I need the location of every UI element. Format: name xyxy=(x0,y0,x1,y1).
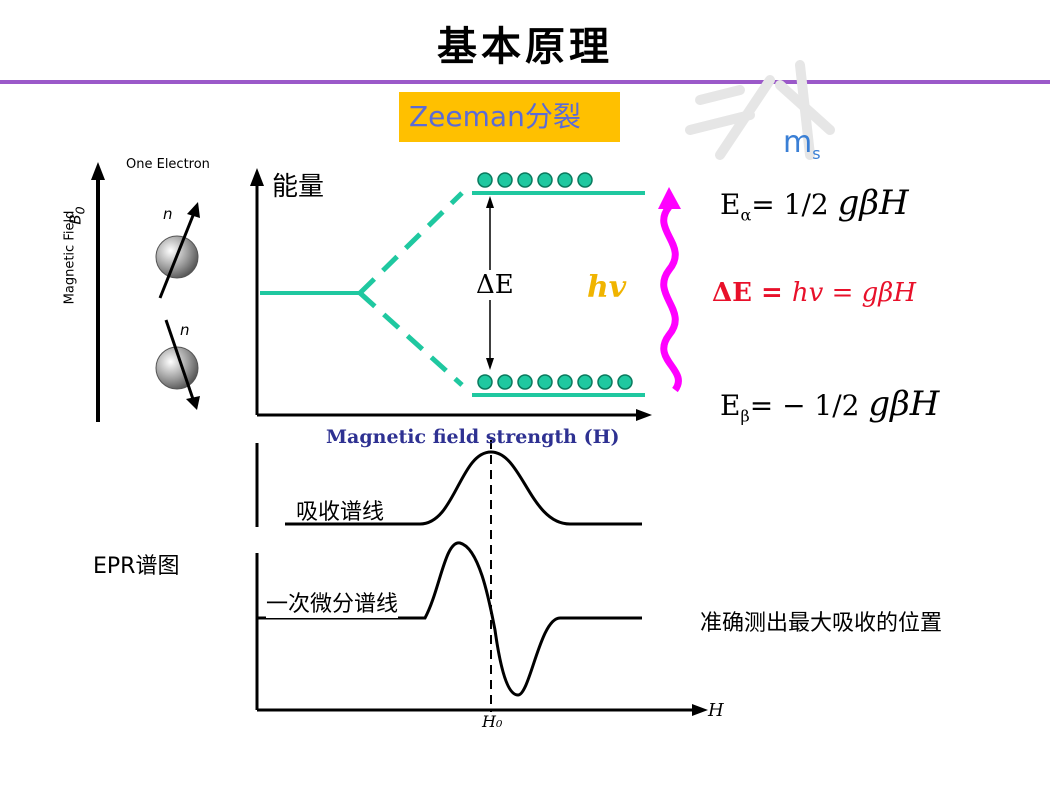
zeeman-splitting-label: Zeeman分裂 xyxy=(399,92,620,142)
electron-dot xyxy=(517,172,533,188)
electron-dot xyxy=(577,374,593,390)
upper-level-electrons xyxy=(477,172,593,188)
n-top-label: n xyxy=(163,205,173,223)
b0-label: B0 xyxy=(66,206,88,225)
electron-dot xyxy=(597,374,613,390)
electron-dot xyxy=(577,172,593,188)
photon-wave-arrow xyxy=(658,187,682,393)
delta-e-equation: ΔE = hv = gβH xyxy=(712,278,916,308)
electron-dot xyxy=(497,172,513,188)
lower-level-electrons xyxy=(477,374,633,390)
derivative-line-label: 一次微分谱线 xyxy=(266,586,399,618)
hv-label: hv xyxy=(587,270,627,305)
electron-dot xyxy=(617,374,633,390)
h-axis-label: H xyxy=(708,700,724,721)
electron-dot xyxy=(517,374,533,390)
page-title: 基本原理 xyxy=(437,23,613,70)
electron-spin-figure xyxy=(91,162,200,422)
x-axis-label: Magnetic field strength (H) xyxy=(326,426,620,448)
n-bottom-label: n xyxy=(180,321,190,339)
electron-dot xyxy=(557,172,573,188)
electron-dot xyxy=(557,374,573,390)
e-beta-equation: Eβ= − 1/2 gβH xyxy=(720,384,940,426)
absorption-line-label: 吸收谱线 xyxy=(296,500,385,525)
energy-level-diagram xyxy=(250,168,652,421)
h0-label: H₀ xyxy=(482,712,503,731)
electron-dot xyxy=(537,374,553,390)
electron-dot xyxy=(477,374,493,390)
max-absorption-note: 准确测出最大吸收的位置 xyxy=(700,611,943,636)
e-alpha-equation: Eα= 1/2 gβH xyxy=(720,183,909,225)
one-electron-label: One Electron xyxy=(126,157,210,172)
electron-dot xyxy=(497,374,513,390)
title-divider xyxy=(0,80,1050,84)
electron-dot xyxy=(477,172,493,188)
ms-label: ms xyxy=(783,125,821,163)
electron-dot xyxy=(537,172,553,188)
epr-spectrum-plot xyxy=(255,440,708,716)
delta-e-label: ΔE xyxy=(472,270,518,300)
epr-spectrum-label: EPR谱图 xyxy=(93,554,180,579)
watermark xyxy=(685,60,835,160)
energy-axis-label: 能量 xyxy=(272,172,325,202)
